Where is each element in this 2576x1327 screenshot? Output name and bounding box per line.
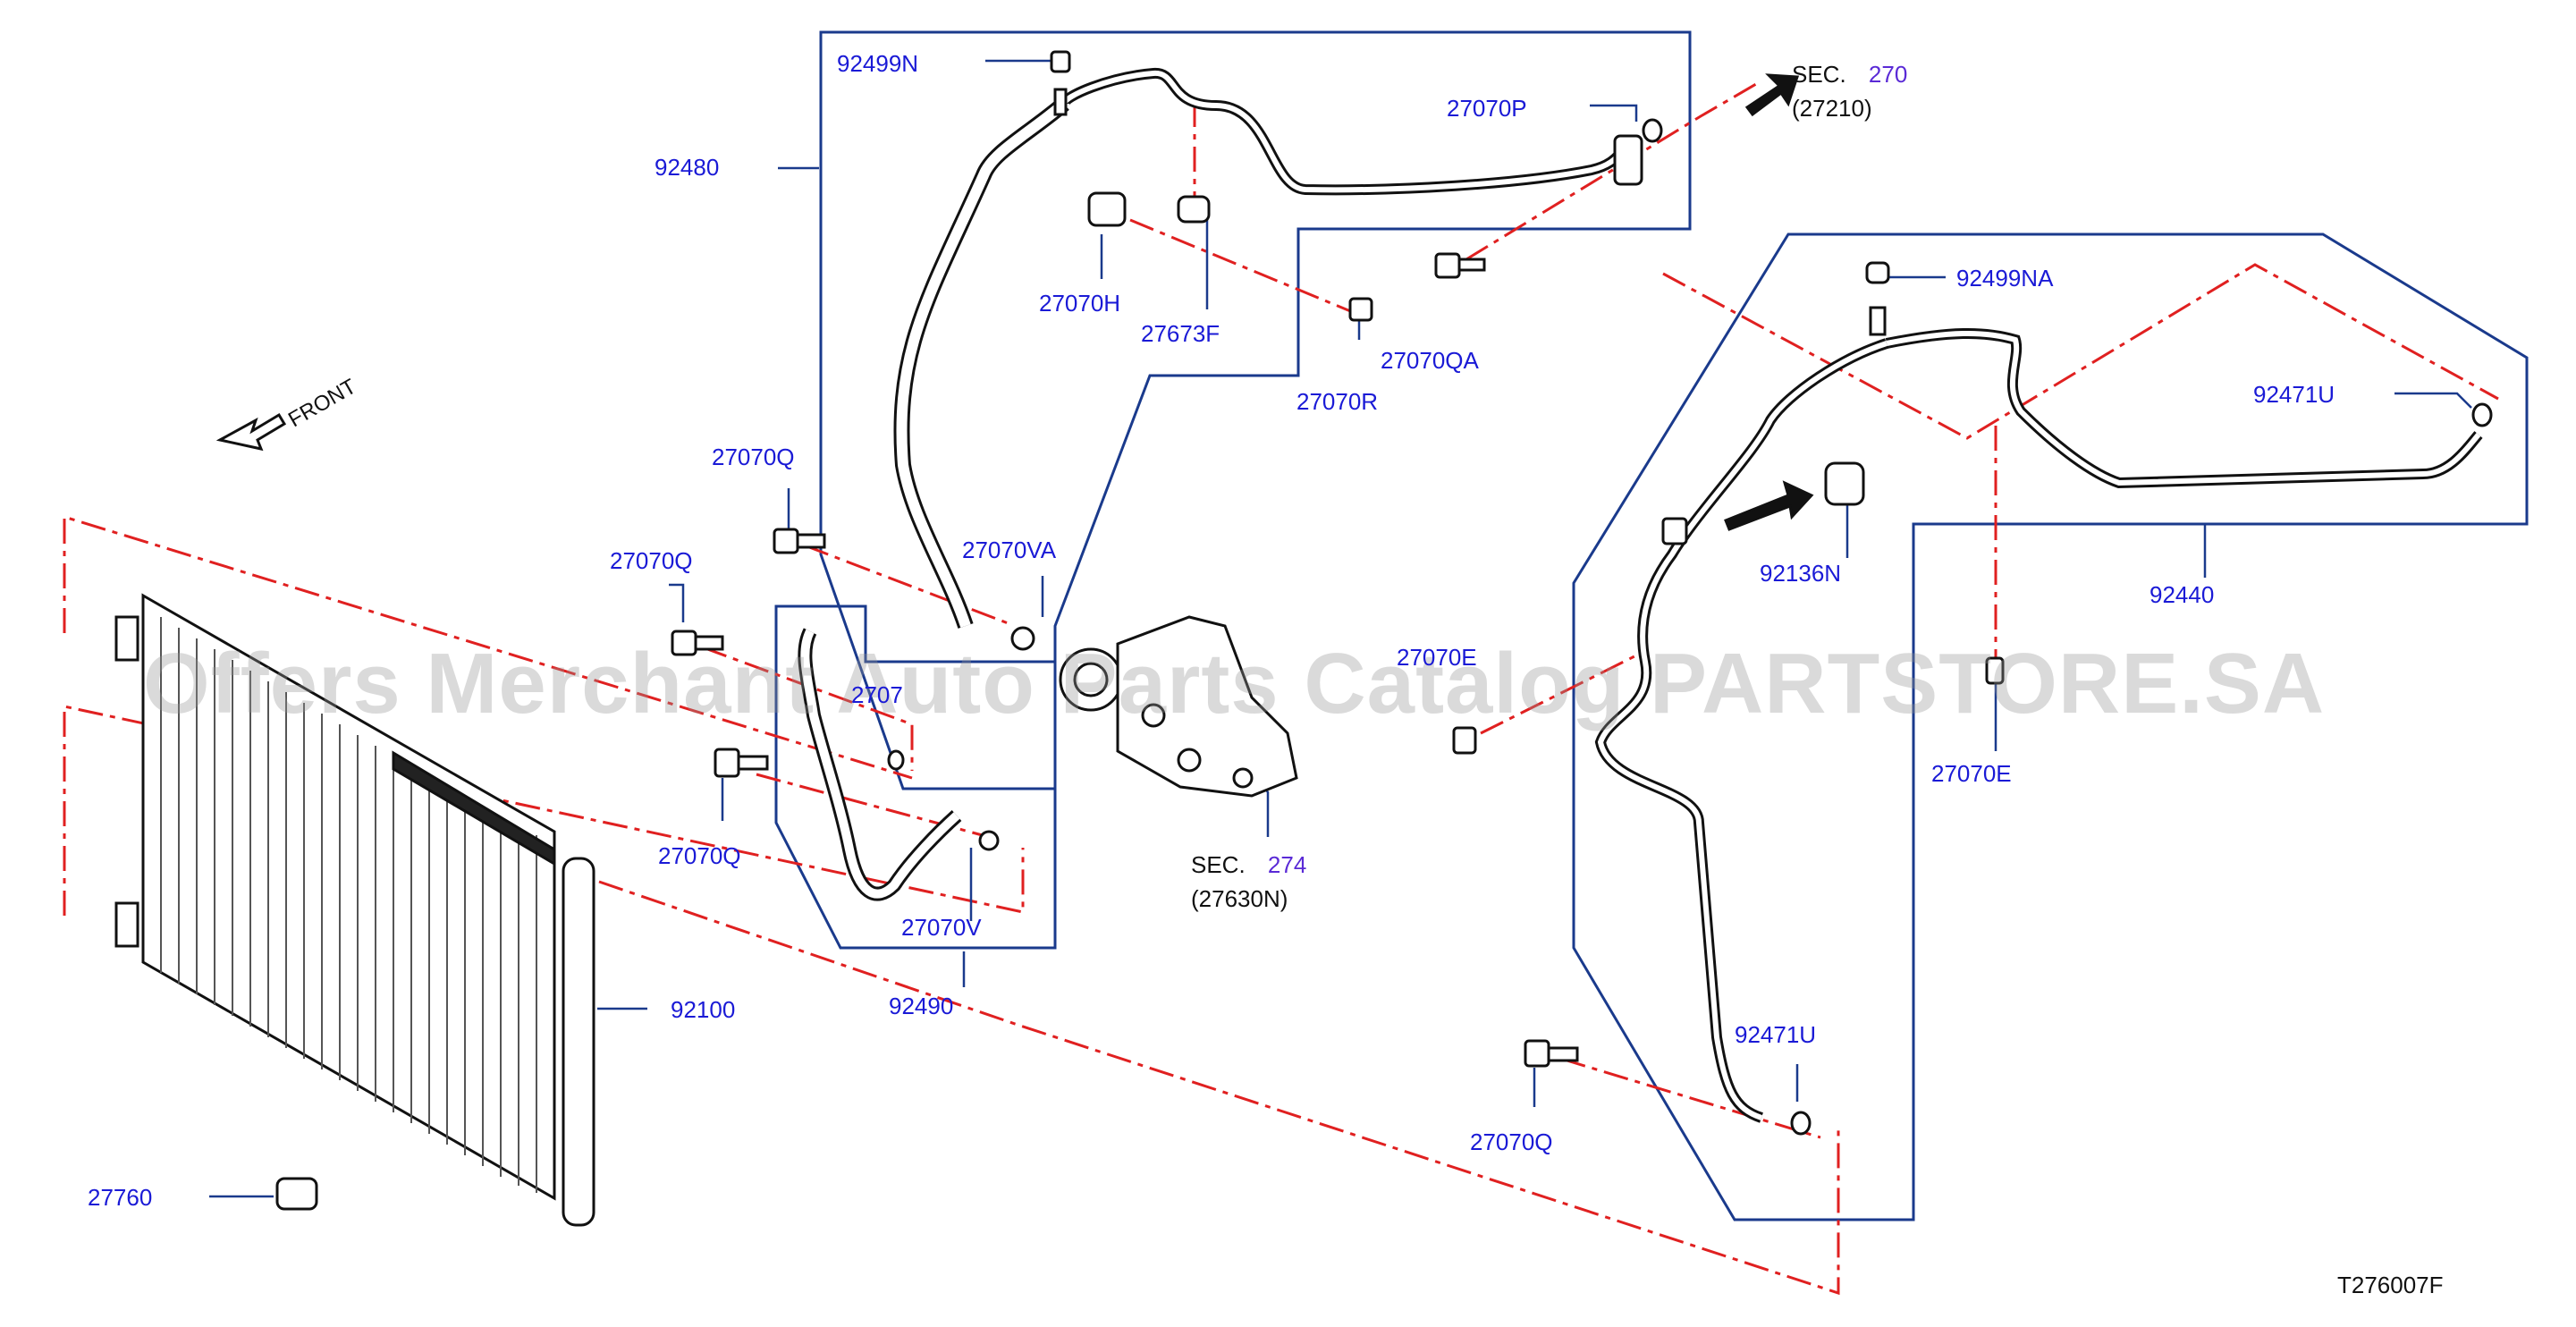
clamp-27070P: [1613, 134, 1643, 186]
compressor-sec274: [1059, 615, 1298, 798]
callout-27070Q-3[interactable]: 27070Q: [658, 842, 741, 869]
callout-92136N[interactable]: 92136N: [1760, 560, 1842, 587]
callout-27070Q-4[interactable]: 27070Q: [1470, 1128, 1553, 1155]
group-boundaries: [774, 30, 2529, 1221]
sec-274-prefix: SEC.: [1191, 851, 1246, 878]
bolt-27070Q-4: [1524, 1039, 1550, 1068]
callout-27070Q-2[interactable]: 27070Q: [610, 547, 693, 574]
oring-2707x: [887, 749, 905, 771]
guide-bracket: [1129, 218, 1360, 317]
port-92499NA: [1865, 261, 1890, 284]
callout-27070H[interactable]: 27070H: [1039, 290, 1121, 317]
callout-92471U-top[interactable]: 92471U: [2253, 381, 2335, 408]
sec-270-number[interactable]: 270: [1868, 61, 1908, 88]
callout-27070E-right[interactable]: 27070E: [1931, 760, 2012, 787]
guide-condenser-top: [63, 514, 913, 780]
guide-condenser-bottom: [598, 880, 1840, 1296]
callout-27070Q-1[interactable]: 27070Q: [712, 444, 795, 470]
guide-condenser-mid: [63, 705, 1025, 916]
oring-92471U-bottom: [1790, 1111, 1812, 1136]
sec-270-sub: (27210): [1792, 95, 1872, 122]
hose-92480: [1059, 68, 1631, 196]
callout-92480[interactable]: 92480: [655, 154, 720, 181]
callout-27673F[interactable]: 27673F: [1141, 320, 1220, 347]
callout-92490[interactable]: 92490: [889, 993, 954, 1019]
callout-27070QA[interactable]: 27070QA: [1381, 347, 1479, 374]
sec-274-ref: SEC. 274: [1191, 853, 1306, 876]
callout-92100[interactable]: 92100: [671, 996, 736, 1023]
callout-27070VA[interactable]: 27070VA: [962, 537, 1057, 563]
guide-q1: [804, 544, 1011, 626]
guide-receiver: [1662, 263, 2499, 440]
oring-27070VA: [1010, 626, 1035, 651]
callout-92471U-bottom[interactable]: 92471U: [1735, 1021, 1817, 1048]
boundary-92440: [1572, 232, 2529, 1221]
oring-27070V: [978, 830, 1000, 851]
clip-27070E-mid: [1452, 726, 1477, 755]
sec-274-sub: (27630N): [1191, 885, 1288, 912]
callout-2707x[interactable]: 2707: [851, 681, 903, 708]
guide-secarrow: [1465, 82, 1757, 261]
watermark: Offers Merchant Auto Parts Catalog PARTS…: [143, 636, 2326, 731]
seal-27673F: [1177, 195, 1211, 224]
boundary-92480: [819, 30, 1692, 790]
sec-270-ref: SEC. 270: [1792, 63, 1907, 86]
oring-92471U-top: [2471, 402, 2493, 427]
diagram-code: T276007F: [2337, 1272, 2444, 1298]
condenser-92100: [114, 593, 595, 1227]
bracket-pipe: [1661, 517, 1688, 545]
bracket-27070H: [1087, 191, 1127, 227]
nut-27070R: [1348, 297, 1373, 322]
parts: [114, 50, 2493, 1227]
sec-274-number[interactable]: 274: [1267, 851, 1307, 878]
callout-92499N[interactable]: 92499N: [837, 50, 919, 77]
guide-lines: [63, 82, 2499, 1296]
callout-92440[interactable]: 92440: [2149, 581, 2215, 608]
pipe-92440: [1885, 327, 2483, 489]
sec-270-prefix: SEC.: [1792, 61, 1846, 88]
oring-27070P: [1642, 118, 1663, 143]
boundary-92490: [774, 604, 1057, 950]
bracket-27760: [275, 1177, 318, 1211]
callout-27070V[interactable]: 27070V: [901, 914, 982, 941]
callout-27070R[interactable]: 27070R: [1296, 388, 1379, 415]
arrow-sec270: [1744, 73, 1800, 117]
switch-92136N: [1824, 461, 1865, 506]
callout-27070P[interactable]: 27070P: [1447, 95, 1527, 122]
arrow-92136N: [1724, 480, 1814, 531]
bolt-27070Q-3: [714, 748, 740, 778]
bolt-27070QA: [1434, 252, 1461, 279]
callout-27760[interactable]: 27760: [88, 1184, 153, 1211]
port-92499N: [1050, 50, 1071, 73]
callout-92499NA[interactable]: 92499NA: [1956, 265, 2054, 292]
clip-27070E-right: [1985, 656, 2005, 685]
front-arrow: [215, 412, 287, 452]
bolt-27070Q-1: [773, 528, 799, 554]
guide-q-bottom: [1560, 1057, 1821, 1139]
callout-27070E-mid[interactable]: 27070E: [1397, 644, 1477, 671]
guide-mid-e: [1480, 649, 1646, 735]
